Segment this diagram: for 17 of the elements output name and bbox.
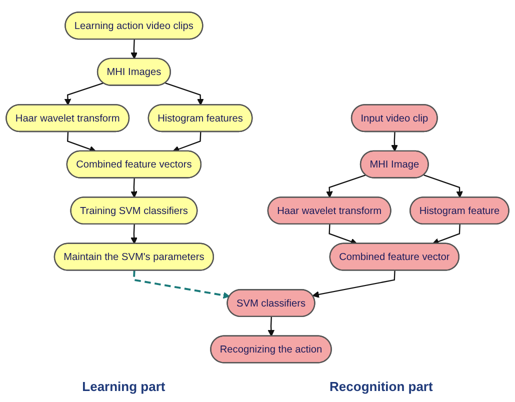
arrow: [172, 132, 202, 152]
arrow: [391, 132, 398, 152]
arrow: [64, 82, 104, 106]
arrow: [165, 82, 204, 106]
arrow: [132, 270, 230, 299]
part-caption: Learning part: [82, 379, 166, 394]
arrow: [67, 132, 96, 152]
arrow: [328, 224, 358, 245]
arrow: [432, 224, 460, 245]
arrow: [312, 270, 396, 298]
arrow: [130, 224, 138, 244]
arrow: [268, 316, 275, 337]
arrow: [326, 174, 366, 198]
arrow: [424, 174, 464, 198]
arrow: [130, 39, 138, 60]
arrow: [130, 178, 138, 198]
part-caption: Recognition part: [330, 379, 433, 394]
